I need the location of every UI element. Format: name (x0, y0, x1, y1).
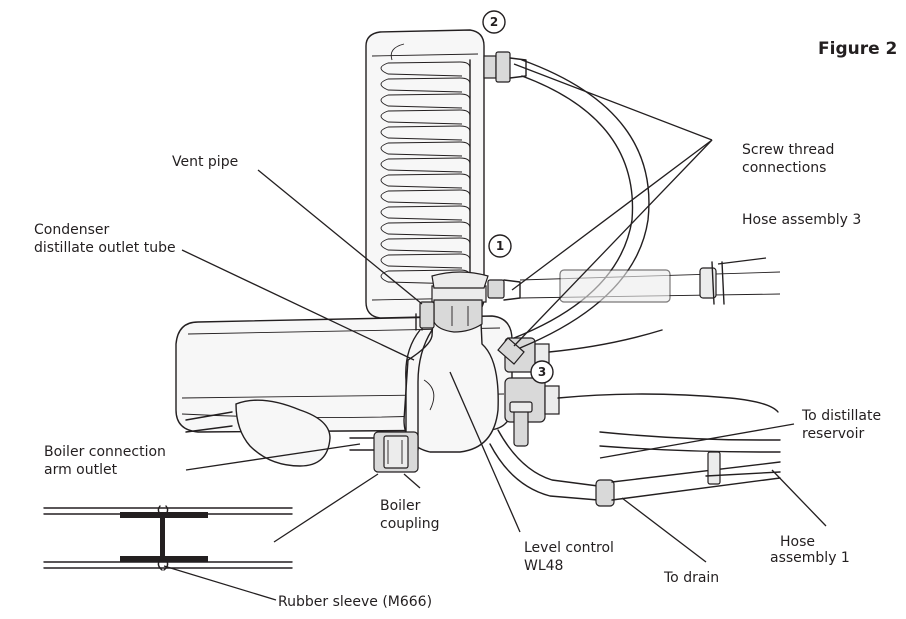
label-hose-assembly-3: Hose assembly 3 (742, 212, 861, 228)
boiler-coupling (373, 431, 419, 473)
callout-1: 1 (488, 234, 512, 258)
label-condenser-1: Condenser (34, 222, 109, 238)
label-hose-assembly-1b: assembly 1 (770, 550, 850, 566)
condenser-outlet-fitting (483, 51, 527, 83)
label-to-drain: To drain (663, 570, 719, 586)
label-screw-thread-1: Screw thread (742, 142, 834, 158)
coil-loop (380, 173, 471, 189)
condenser-return-hose (497, 59, 650, 365)
coil-loop (380, 205, 471, 221)
label-to-distillate-1: To distillate (801, 408, 881, 424)
label-hose-assembly-1a: Hose (780, 534, 815, 550)
figure-title: Figure 2 (818, 39, 897, 59)
level-control-valve (489, 401, 599, 501)
label-rubber-sleeve: Rubber sleeve (M666) (278, 594, 432, 610)
label-boiler-coupling-2: coupling (380, 516, 440, 532)
coil-loop (380, 237, 471, 253)
boiler-connection-arm (185, 399, 331, 467)
hose-assembly-3 (487, 261, 781, 305)
vent-pipe (419, 301, 435, 329)
coil-loop (380, 93, 471, 109)
svg-text:2: 2 (490, 15, 498, 29)
label-vent-pipe: Vent pipe (172, 154, 238, 170)
label-condenser-2: distillate outlet tube (34, 240, 176, 256)
svg-text:1: 1 (496, 239, 504, 253)
coil-loop (380, 141, 471, 157)
distillate-line (599, 431, 781, 453)
coil-loop (380, 189, 471, 205)
coil-loop (380, 77, 471, 93)
coil-loop (380, 253, 471, 269)
label-boiler-arm-2: arm outlet (44, 462, 118, 478)
label-boiler-arm-1: Boiler connection (44, 444, 166, 460)
label-level-control-1: Level control (524, 540, 614, 556)
rubber-sleeve-icon (43, 505, 293, 571)
condenser-outlet-tube (349, 329, 433, 451)
label-screw-thread-2: connections (742, 160, 826, 176)
hose-assembly-1 (595, 451, 781, 507)
leader-lines (163, 63, 827, 601)
label-boiler-coupling-1: Boiler (380, 498, 421, 514)
svg-text:3: 3 (538, 365, 546, 379)
callout-3: 3 (530, 360, 554, 384)
coil-loop (380, 61, 471, 77)
label-level-control-2: WL48 (524, 558, 563, 574)
callout-2: 2 (482, 10, 506, 34)
coil-loop (380, 221, 471, 237)
coil-loop (380, 125, 471, 141)
label-to-distillate-2: reservoir (802, 426, 864, 442)
coil-loop (380, 109, 471, 125)
coil-loop (380, 157, 471, 173)
